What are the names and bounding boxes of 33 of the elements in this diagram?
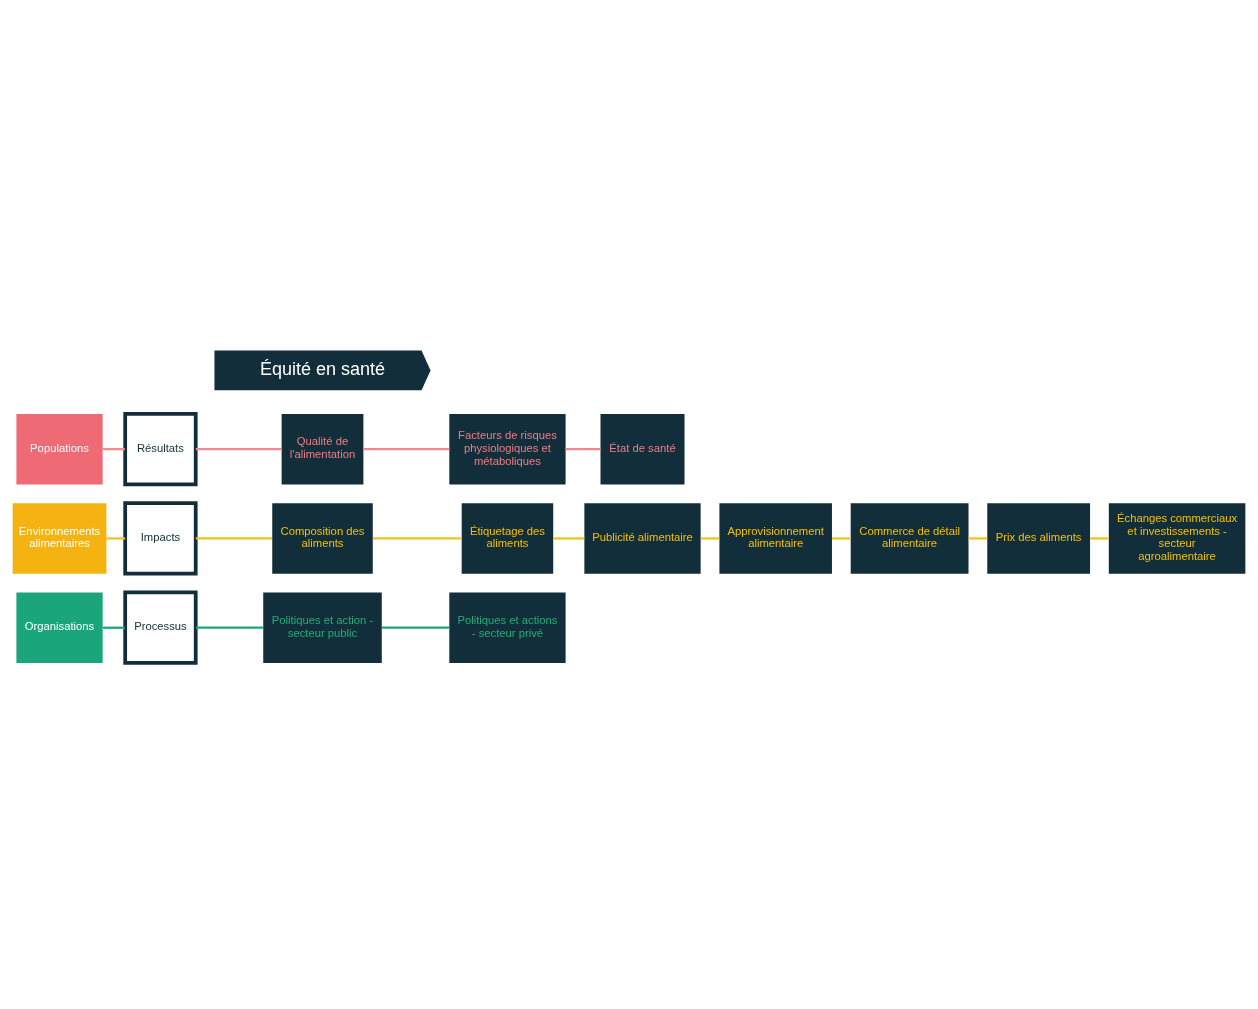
node-box: Résultats: [123, 412, 198, 487]
connector: [968, 537, 988, 540]
node-box: Organisations: [16, 592, 103, 663]
connector: [195, 448, 282, 451]
node-box: Environnements alimentaires: [12, 503, 107, 574]
connector: [565, 448, 601, 451]
connector: [102, 626, 125, 629]
connector: [832, 537, 851, 540]
node-box: Publicité alimentaire: [584, 503, 701, 574]
connector: [363, 448, 450, 451]
node-box: Politiques et actions - secteur privé: [449, 592, 566, 663]
connector: [381, 626, 449, 629]
connector: [372, 537, 462, 540]
node-box: Processus: [123, 590, 198, 665]
node-box: Politiques et action - secteur public: [263, 592, 382, 663]
connector: [106, 537, 126, 540]
node-box: Approvisionnement alimentaire: [719, 503, 832, 574]
connector: [553, 537, 585, 540]
node-box: Composition des aliments: [272, 503, 373, 574]
node-box: Facteurs de risques physiologiques et métaboliques: [449, 413, 566, 485]
node-box: Populations: [16, 413, 103, 485]
node-box: Commerce de détail alimentaire: [850, 503, 969, 574]
connector: [1090, 537, 1109, 540]
node-box: État de santé: [600, 413, 685, 485]
node-box: Échanges commerciaux et investissements - secteur agroalimentaire: [1108, 503, 1246, 574]
connector: [102, 448, 125, 451]
connector: [195, 537, 272, 540]
node-box: Prix des aliments: [987, 503, 1091, 574]
node-box: Impacts: [123, 501, 198, 576]
connector: [195, 626, 264, 629]
node-box: Qualité de l'alimentation: [281, 413, 364, 485]
connector: [700, 537, 720, 540]
node-box: Étiquetage des aliments: [461, 503, 554, 574]
